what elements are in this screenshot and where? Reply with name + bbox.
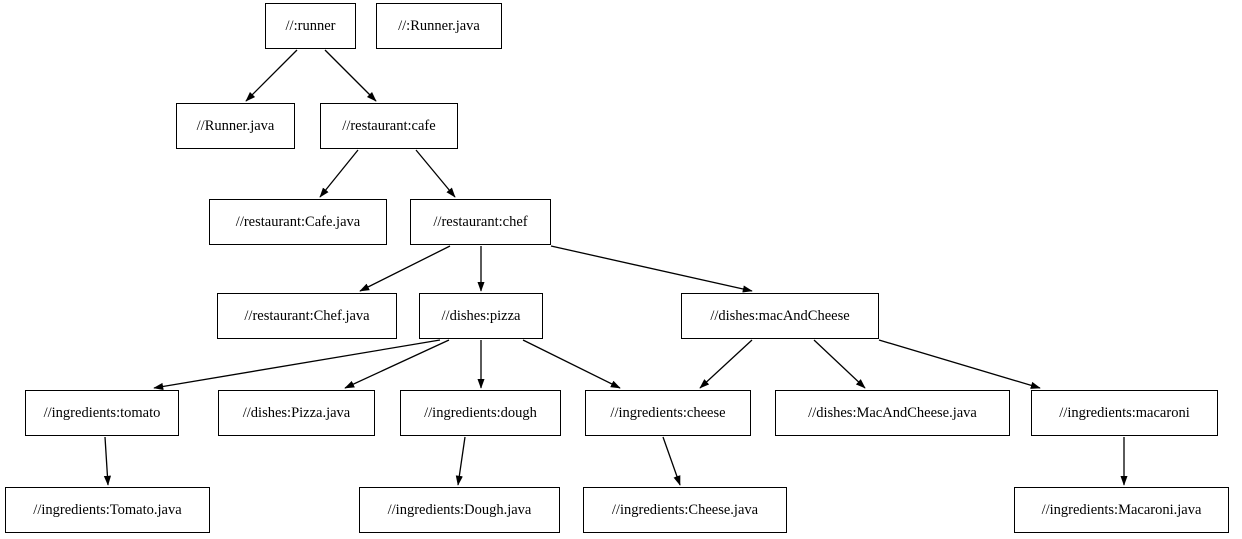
graph-edge-restaurant_chef-to-chef_java xyxy=(359,245,451,292)
graph-node-label: //restaurant:cafe xyxy=(342,117,436,134)
graph-node-chef_java[interactable]: //restaurant:Chef.java xyxy=(217,293,397,339)
graph-node-restaurant_cafe[interactable]: //restaurant:cafe xyxy=(320,103,458,149)
graph-node-label: //dishes:pizza xyxy=(441,307,521,324)
graph-edge-dishes_mac-to-ing_cheese xyxy=(699,339,753,389)
graph-node-label: //dishes:MacAndCheese.java xyxy=(808,404,977,421)
graph-node-tomato_java[interactable]: //ingredients:Tomato.java xyxy=(5,487,210,533)
graph-node-pizza_java[interactable]: //dishes:Pizza.java xyxy=(218,390,375,436)
graph-node-dough_java[interactable]: //ingredients:Dough.java xyxy=(359,487,560,533)
graph-node-label: //ingredients:Cheese.java xyxy=(611,501,759,518)
graph-node-label: //:runner xyxy=(285,17,336,34)
graph-edge-dishes_mac-to-ing_macaroni xyxy=(878,339,1041,389)
graph-edge-dishes_pizza-to-ing_cheese xyxy=(522,339,621,389)
graph-node-label: //dishes:macAndCheese xyxy=(710,307,850,324)
graph-edge-restaurant_cafe-to-restaurant_chef xyxy=(415,149,456,198)
graph-node-runner[interactable]: //:runner xyxy=(265,3,356,49)
graph-node-ing_dough[interactable]: //ingredients:dough xyxy=(400,390,561,436)
graph-node-label: //ingredients:macaroni xyxy=(1059,404,1190,421)
graph-node-dishes_mac[interactable]: //dishes:macAndCheese xyxy=(681,293,879,339)
graph-node-label: //restaurant:Cafe.java xyxy=(235,213,361,230)
graph-node-runner_java[interactable]: //Runner.java xyxy=(176,103,295,149)
graph-node-label: //ingredients:cheese xyxy=(610,404,726,421)
graph-node-cheese_java[interactable]: //ingredients:Cheese.java xyxy=(583,487,787,533)
graph-node-label: //Runner.java xyxy=(196,117,275,134)
graph-node-cafe_java[interactable]: //restaurant:Cafe.java xyxy=(209,199,387,245)
graph-edge-restaurant_chef-to-dishes_mac xyxy=(550,245,753,293)
graph-node-root_runner_java[interactable]: //:Runner.java xyxy=(376,3,502,49)
graph-edge-runner-to-runner_java xyxy=(245,49,298,102)
graph-edge-ing_dough-to-dough_java xyxy=(455,436,466,486)
graph-node-dishes_pizza[interactable]: //dishes:pizza xyxy=(419,293,543,339)
graph-node-label: //ingredients:Dough.java xyxy=(387,501,532,518)
graph-node-label: //dishes:Pizza.java xyxy=(242,404,351,421)
graph-node-label: //ingredients:Macaroni.java xyxy=(1041,501,1202,518)
graph-node-label: //:Runner.java xyxy=(398,17,480,34)
graph-edge-ing_cheese-to-cheese_java xyxy=(662,436,681,486)
graph-edge-dishes_mac-to-mac_java xyxy=(813,339,866,389)
graph-edge-ing_tomato-to-tomato_java xyxy=(103,436,112,486)
graph-edge-restaurant_cafe-to-cafe_java xyxy=(319,149,359,198)
graph-edge-dishes_pizza-to-pizza_java xyxy=(344,339,450,389)
graph-node-label: //ingredients:tomato xyxy=(43,404,161,421)
graph-node-macaroni_java[interactable]: //ingredients:Macaroni.java xyxy=(1014,487,1229,533)
graph-node-ing_macaroni[interactable]: //ingredients:macaroni xyxy=(1031,390,1218,436)
graph-node-label: //restaurant:Chef.java xyxy=(244,307,370,324)
graph-node-label: //ingredients:dough xyxy=(424,404,537,421)
graph-edge-runner-to-restaurant_cafe xyxy=(324,49,377,102)
graph-node-label: //ingredients:Tomato.java xyxy=(33,501,182,518)
graph-node-mac_java[interactable]: //dishes:MacAndCheese.java xyxy=(775,390,1010,436)
graph-node-ing_tomato[interactable]: //ingredients:tomato xyxy=(25,390,179,436)
graph-node-ing_cheese[interactable]: //ingredients:cheese xyxy=(585,390,751,436)
graph-node-restaurant_chef[interactable]: //restaurant:chef xyxy=(410,199,551,245)
graph-edge-dishes_pizza-to-ing_tomato xyxy=(153,339,441,391)
graph-node-label: //restaurant:chef xyxy=(433,213,528,230)
